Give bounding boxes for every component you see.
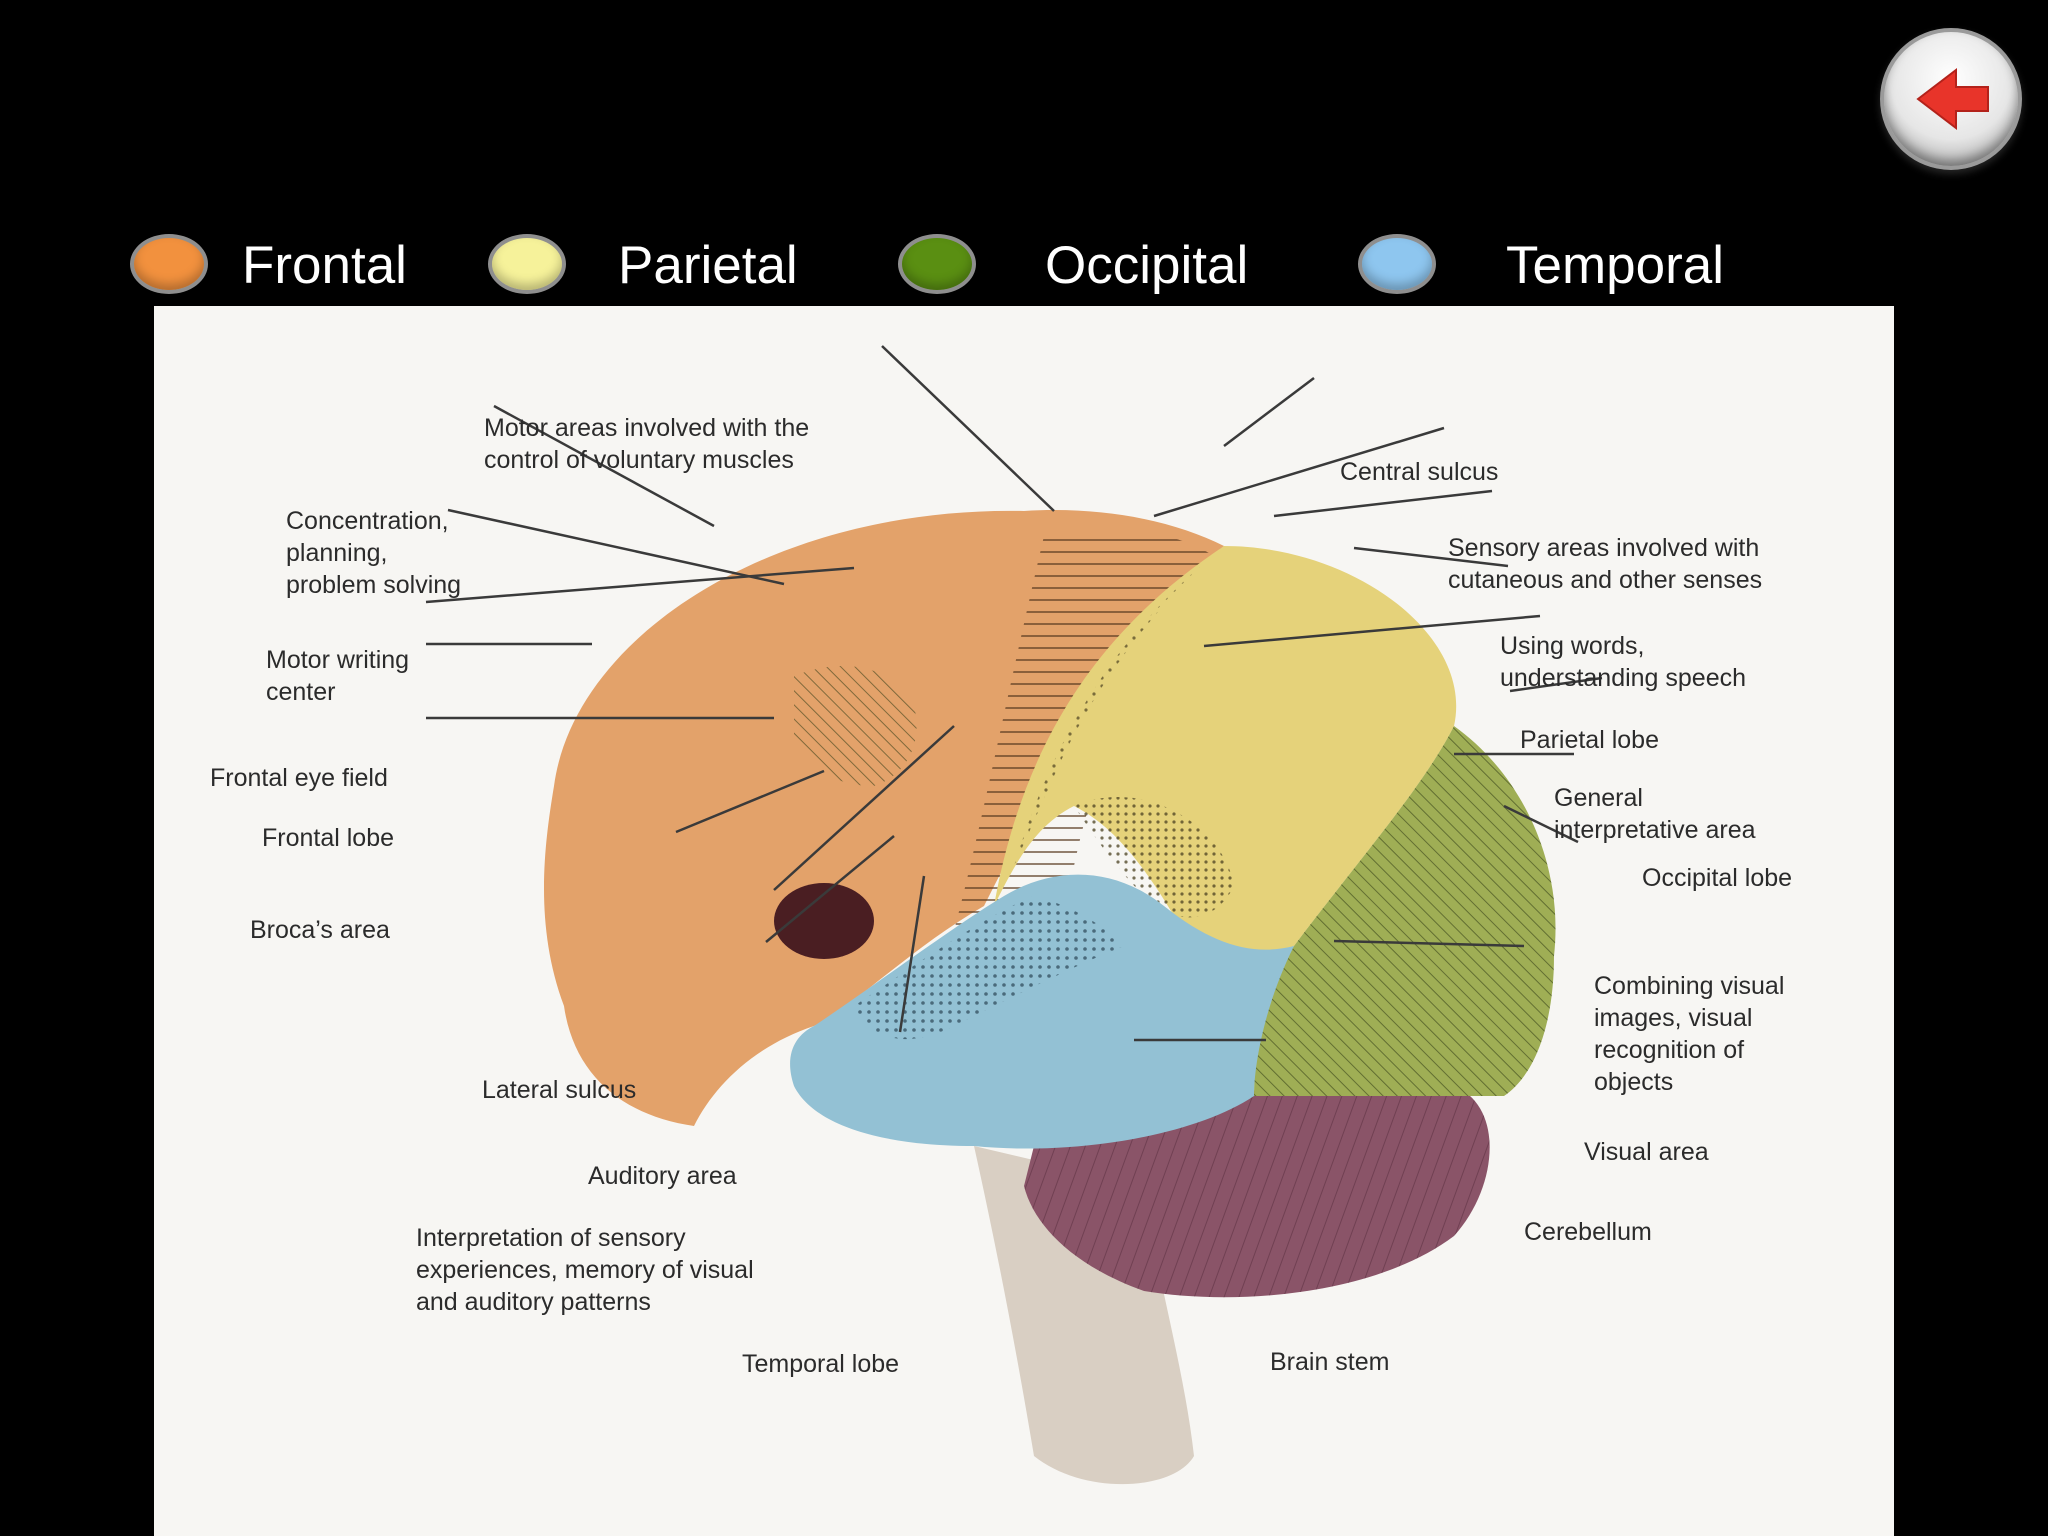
label-sensory-areas-2: cutaneous and other senses [1448,566,1762,594]
label-frontal-lobe: Frontal lobe [262,824,394,852]
label-interpretation-1: Interpretation of sensory [416,1224,686,1252]
brocas-area-region [774,883,874,959]
label-motor-writing-2: center [266,678,335,706]
label-concentration-2: planning, [286,539,387,567]
label-interpretation-3: and auditory patterns [416,1288,651,1316]
legend-label-temporal: Temporal [1506,236,1724,295]
legend-swatch-temporal [1358,234,1436,294]
label-sensory-areas-1: Sensory areas involved with [1448,534,1759,562]
label-brain-stem: Brain stem [1270,1348,1389,1376]
label-cerebellum: Cerebellum [1524,1218,1652,1246]
temporal-lobe-region [790,874,1294,1149]
label-combining-4: objects [1594,1068,1673,1096]
label-concentration-3: problem solving [286,571,461,599]
label-using-words-2: understanding speech [1500,664,1746,692]
label-visual-area: Visual area [1584,1138,1709,1166]
label-concentration-1: Concentration, [286,507,449,535]
label-combining-1: Combining visual [1594,972,1784,1000]
parietal-lobe-region [994,546,1457,955]
back-arrow-icon [1916,67,1989,131]
brain-diagram: Motor areas involved with the control of… [210,345,1792,1485]
legend-swatch-frontal [130,234,208,294]
label-motor-areas-2: control of voluntary muscles [484,446,794,474]
label-general-interp-1: General [1554,784,1643,812]
label-motor-areas-1: Motor areas involved with the [484,414,809,442]
label-central-sulcus: Central sulcus [1340,458,1498,486]
label-temporal-lobe: Temporal lobe [742,1350,899,1378]
label-interpretation-2: experiences, memory of visual [416,1256,754,1284]
label-auditory-area: Auditory area [588,1162,737,1190]
label-combining-3: recognition of [1594,1036,1744,1064]
label-frontal-eye-field: Frontal eye field [210,764,388,792]
legend-swatch-parietal [488,234,566,294]
legend-label-occipital: Occipital [1045,236,1249,295]
label-lateral-sulcus: Lateral sulcus [482,1076,636,1104]
legend-label-parietal: Parietal [618,236,798,295]
label-general-interp-2: interpretative area [1554,816,1756,844]
label-using-words-1: Using words, [1500,632,1645,660]
leader-lines [425,345,1603,1042]
back-button[interactable] [1880,28,2022,170]
label-parietal-lobe: Parietal lobe [1520,726,1659,754]
label-combining-2: images, visual [1594,1004,1752,1032]
legend-swatch-occipital [898,234,976,294]
brain-diagram-panel: Motor areas involved with the control of… [154,306,1894,1536]
legend-label-frontal: Frontal [242,236,407,295]
label-brocas-area: Broca’s area [250,916,390,944]
label-occipital-lobe: Occipital lobe [1642,864,1792,892]
label-motor-writing-1: Motor writing [266,646,409,674]
